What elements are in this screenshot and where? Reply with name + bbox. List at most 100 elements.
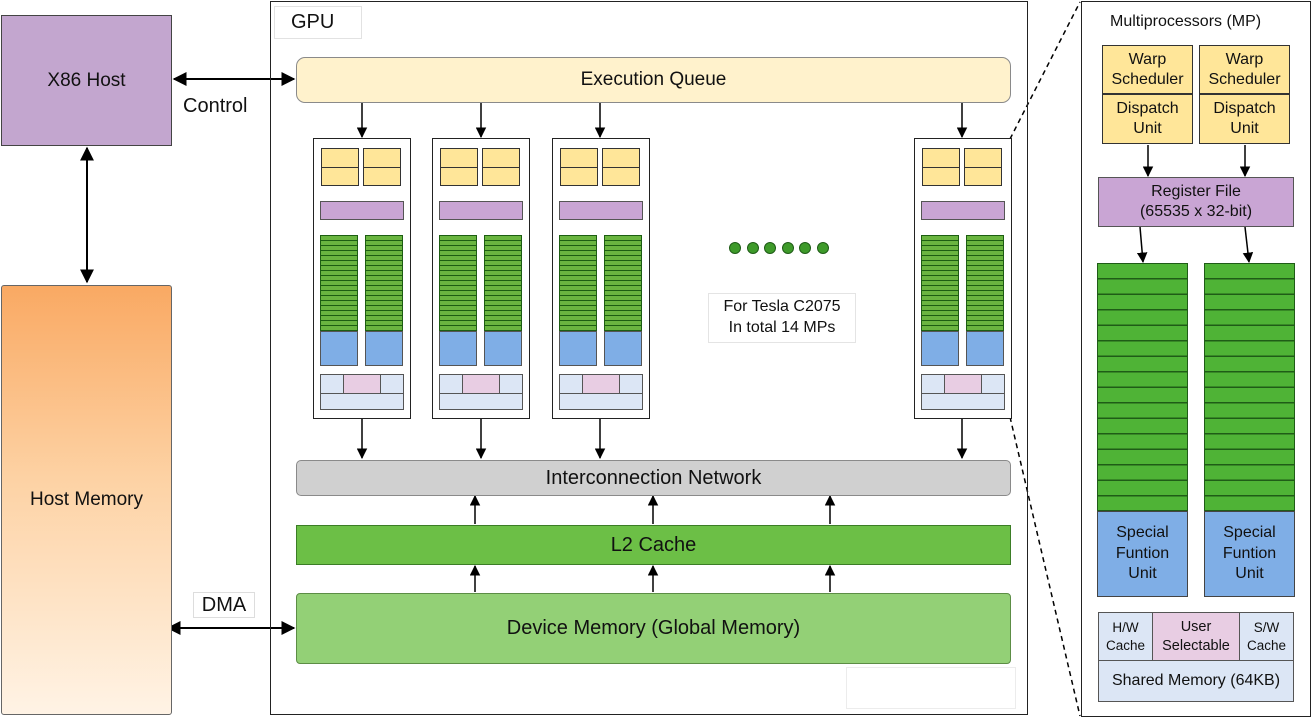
l2-cache-label: L2 Cache <box>610 533 697 556</box>
mini-sw-cache <box>499 374 523 394</box>
dispatch-unit-right: Dispatch Unit <box>1199 94 1290 144</box>
interconnection-network: Interconnection Network <box>296 460 1011 496</box>
l2-cache: L2 Cache <box>296 525 1011 565</box>
mini-user-selectable <box>582 374 620 394</box>
mini-dispatch <box>560 167 598 186</box>
sw-cache: S/W Cache <box>1239 612 1294 661</box>
mini-core-column <box>320 235 358 338</box>
mini-hw-cache <box>559 374 583 394</box>
mini-core-column <box>365 235 403 338</box>
mini-sfu <box>559 331 597 366</box>
mini-sw-cache <box>380 374 404 394</box>
mini-register-file <box>439 201 523 220</box>
mini-core-column <box>439 235 477 338</box>
x86-host-box: X86 Host <box>1 15 172 146</box>
mini-shared-memory <box>921 393 1005 410</box>
mp-block <box>914 138 1012 419</box>
mini-user-selectable <box>944 374 982 394</box>
user-selectable: User Selectable <box>1152 612 1240 661</box>
zoom-line-bottom <box>1009 416 1081 717</box>
mini-dispatch <box>482 167 520 186</box>
device-memory: Device Memory (Global Memory) <box>296 593 1011 664</box>
mini-register-file <box>320 201 404 220</box>
core-column-left <box>1097 263 1188 511</box>
mini-dispatch <box>964 167 1002 186</box>
mini-register-file <box>559 201 643 220</box>
ellipsis-dot <box>764 242 776 254</box>
mini-sw-cache <box>619 374 643 394</box>
mini-scheduler <box>922 148 960 168</box>
ellipsis-dot <box>746 242 759 254</box>
mini-core-column <box>966 235 1004 338</box>
device-memory-label: Device Memory (Global Memory) <box>506 617 801 639</box>
mini-scheduler <box>363 148 401 168</box>
dispatch-unit-left: Dispatch Unit <box>1102 94 1193 144</box>
execution-queue: Execution Queue <box>296 57 1011 103</box>
sfu-left: Special Funtion Unit <box>1097 511 1188 597</box>
mini-scheduler <box>440 148 478 168</box>
tesla-note: For Tesla C2075 In total 14 MPs <box>708 293 856 343</box>
mini-dispatch <box>440 167 478 186</box>
mini-sfu <box>439 331 477 366</box>
tesla-note-line1: For Tesla C2075 <box>723 298 841 316</box>
mini-scheduler <box>321 148 359 168</box>
ellipsis-dot <box>816 242 829 254</box>
mini-hw-cache <box>921 374 945 394</box>
mp-detail-title: Multiprocessors (MP) <box>1110 13 1262 30</box>
mini-shared-memory <box>439 393 523 410</box>
mini-hw-cache <box>439 374 463 394</box>
gpu-frame <box>270 1 1028 715</box>
mini-core-column <box>559 235 597 338</box>
mini-sw-cache <box>981 374 1005 394</box>
mini-hw-cache <box>320 374 344 394</box>
dma-label-box: DMA <box>193 592 255 618</box>
x86-host-label: X86 Host <box>47 69 126 91</box>
mini-sfu <box>365 331 403 366</box>
mini-dispatch <box>363 167 401 186</box>
mini-scheduler <box>482 148 520 168</box>
mp-block <box>313 138 411 419</box>
mp-block <box>432 138 530 419</box>
ellipsis-dot <box>799 242 811 254</box>
mini-sfu <box>921 331 959 366</box>
mini-dispatch <box>321 167 359 186</box>
gpu-title-box: GPU <box>274 6 362 39</box>
mini-core-column <box>921 235 959 338</box>
mp-block <box>552 138 650 419</box>
gpu-corner-decor <box>846 667 1016 709</box>
mini-sfu <box>966 331 1004 366</box>
dma-label: DMA <box>201 593 247 616</box>
interconnection-label: Interconnection Network <box>545 466 762 489</box>
sfu-right: Special Funtion Unit <box>1204 511 1295 597</box>
warp-scheduler-left: Warp Scheduler <box>1102 45 1193 94</box>
core-column-right <box>1204 263 1295 511</box>
execution-queue-label: Execution Queue <box>580 69 727 90</box>
mini-user-selectable <box>343 374 381 394</box>
mini-user-selectable <box>462 374 500 394</box>
mini-scheduler <box>964 148 1002 168</box>
control-label: Control <box>183 95 248 117</box>
mini-dispatch <box>922 167 960 186</box>
tesla-note-line2: In total 14 MPs <box>728 319 836 336</box>
host-memory-label: Host Memory <box>30 489 143 510</box>
mini-sfu <box>320 331 358 366</box>
register-file: Register File (65535 x 32-bit) <box>1098 177 1294 227</box>
mini-sfu <box>484 331 522 366</box>
mini-shared-memory <box>320 393 404 410</box>
ellipsis-dot <box>729 242 741 254</box>
mini-shared-memory <box>559 393 643 410</box>
mini-scheduler <box>560 148 598 168</box>
zoom-line-top <box>1009 1 1081 140</box>
host-memory-box: Host Memory <box>1 285 172 715</box>
mini-core-column <box>604 235 642 338</box>
ellipsis-dot <box>781 242 794 254</box>
mini-scheduler <box>602 148 640 168</box>
hw-cache: H/W Cache <box>1098 612 1153 661</box>
shared-memory: Shared Memory (64KB) <box>1098 660 1294 702</box>
mini-register-file <box>921 201 1005 220</box>
mini-dispatch <box>602 167 640 186</box>
gpu-title: GPU <box>291 11 335 33</box>
warp-scheduler-right: Warp Scheduler <box>1199 45 1290 94</box>
mini-core-column <box>484 235 522 338</box>
mini-sfu <box>604 331 642 366</box>
